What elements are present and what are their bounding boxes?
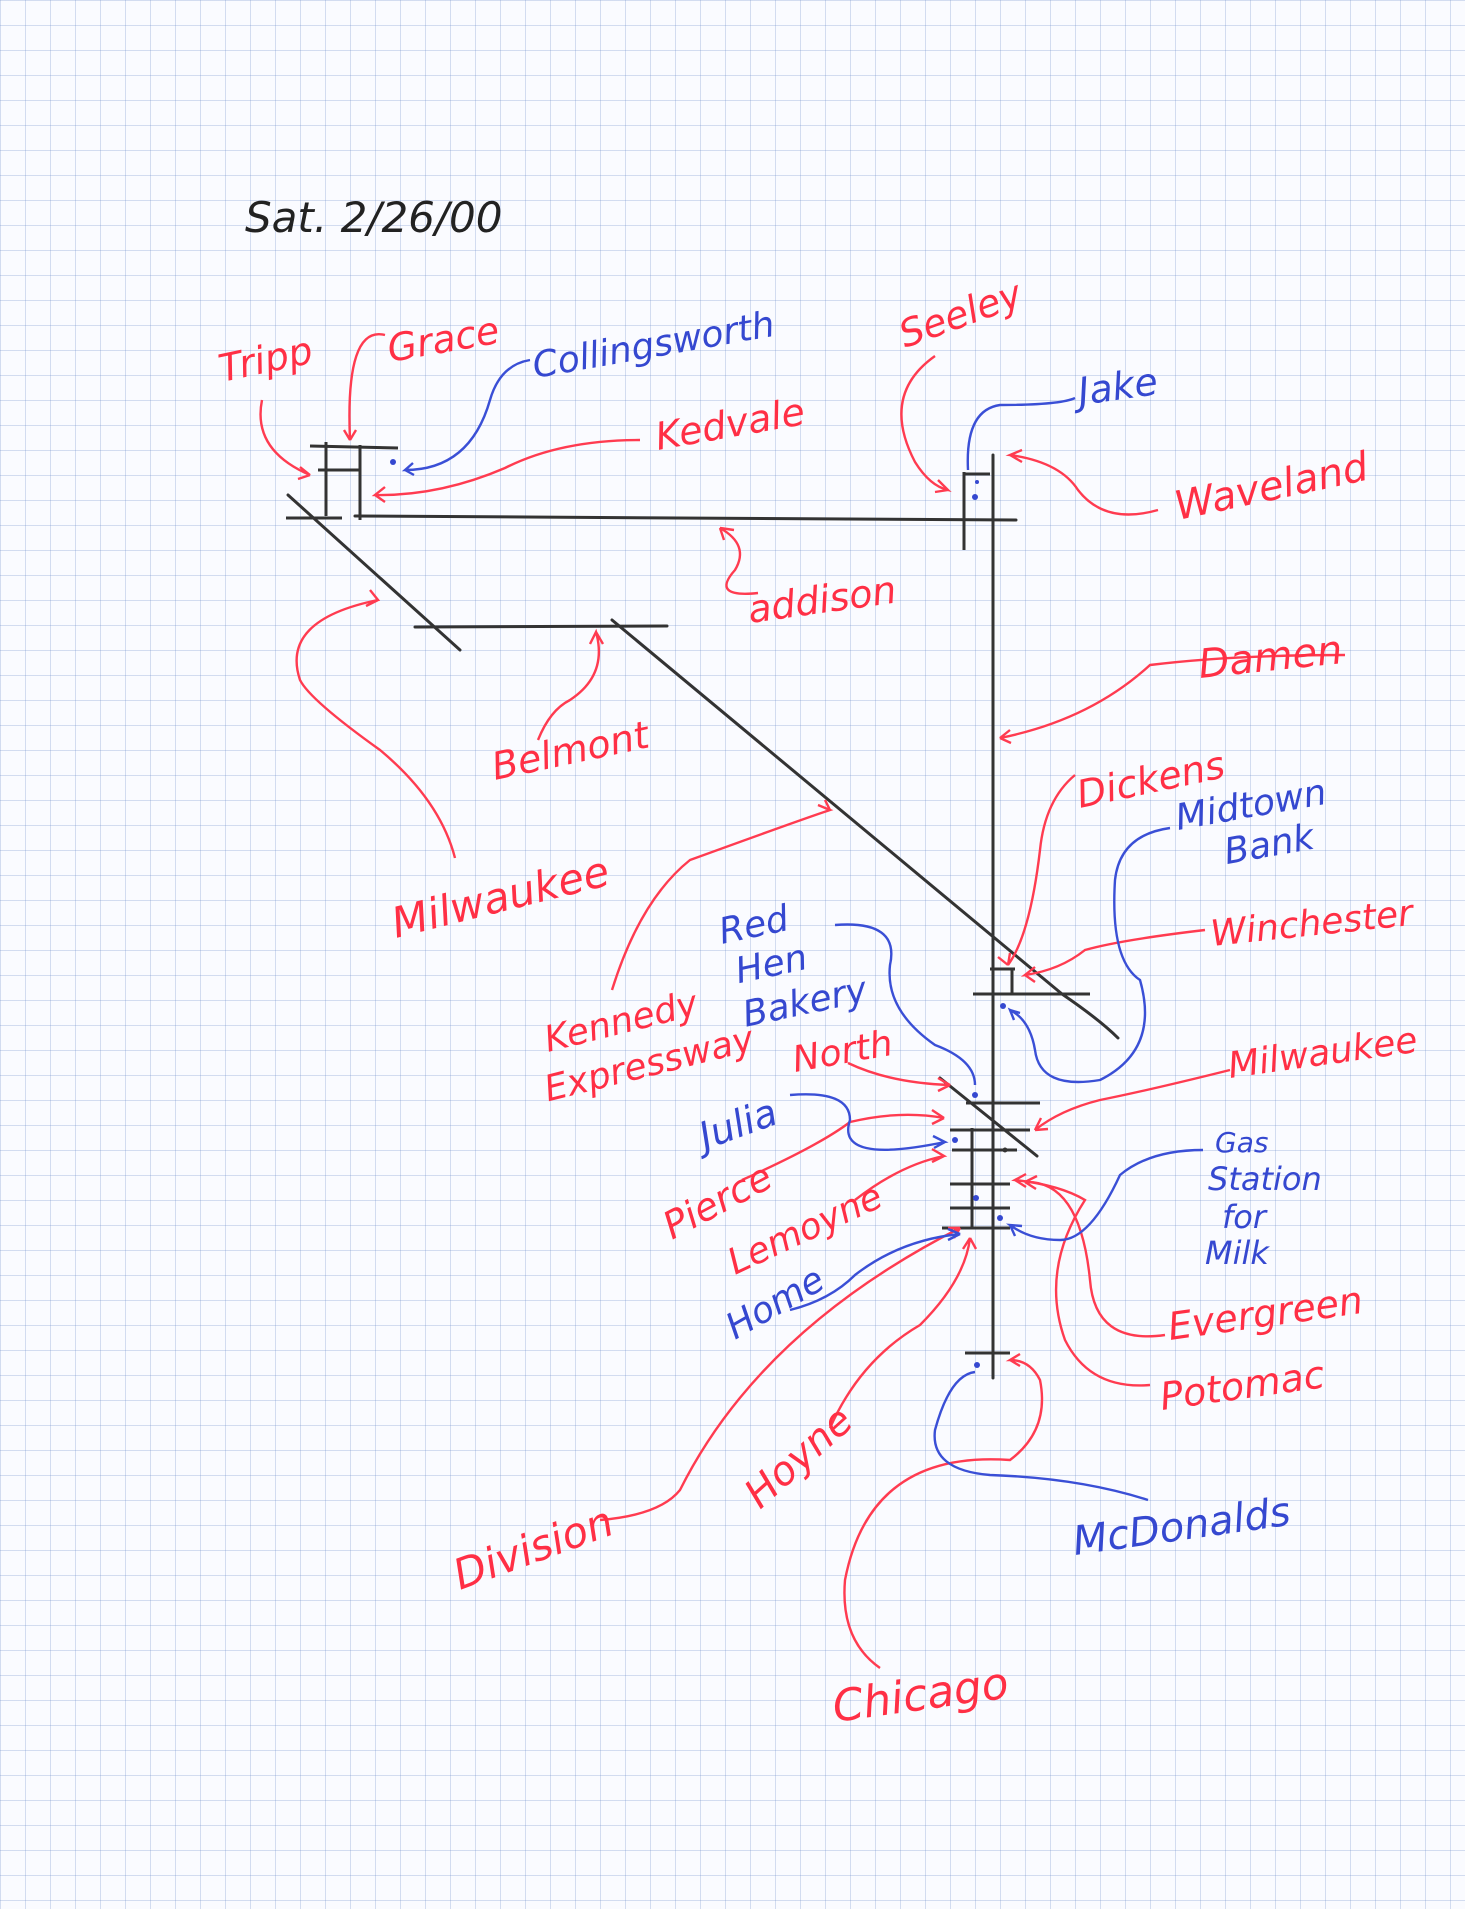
belmont-leader — [536, 628, 605, 741]
gas-station-marker — [997, 1215, 1003, 1221]
svg-text:Milk: Milk — [1205, 1234, 1270, 1272]
label-addison: addison — [745, 568, 899, 632]
milwaukee-top-leader — [295, 589, 457, 859]
label-grace: Grace — [384, 308, 503, 371]
milwaukee-diagonal-lower — [938, 1076, 1039, 1158]
kedvale-leader — [371, 438, 641, 503]
street-lines — [286, 453, 1120, 1380]
midtown-bank-leader — [1007, 826, 1171, 1084]
jake-marker-2 — [975, 480, 979, 484]
date-label: Sat. 2/26/00 — [245, 193, 502, 242]
seeley-leader — [900, 355, 952, 494]
kennedy-expressway-line — [610, 618, 1064, 996]
label-division: Division — [447, 1496, 620, 1599]
svg-text:for: for — [1222, 1198, 1268, 1236]
winchester-leader — [1020, 928, 1206, 983]
label-hoyne: Hoyne — [736, 1397, 862, 1517]
label-jake: Jake — [1068, 359, 1160, 415]
chicago-leader — [843, 1352, 1044, 1669]
label-belmont: Belmont — [488, 712, 655, 789]
kennedy-leader — [610, 799, 834, 991]
map-labels: Sat. 2/26/00 Tripp Grace Collingsworth K… — [215, 193, 1420, 1733]
label-kedvale: Kedvale — [652, 389, 808, 459]
tripp-leader — [259, 399, 311, 481]
midtown-bank-marker — [1000, 1003, 1006, 1009]
addison-leader — [718, 526, 759, 595]
svg-text:Station: Station — [1208, 1160, 1322, 1198]
label-seeley: Seeley — [893, 271, 1028, 356]
home-leader — [789, 1227, 961, 1312]
lemoyne-leader — [854, 1147, 948, 1201]
julia-marker — [952, 1137, 958, 1143]
damen-leader — [999, 653, 1346, 745]
label-mcdonalds: McDonalds — [1070, 1489, 1293, 1565]
north-leader — [847, 1061, 951, 1093]
label-julia: Julia — [686, 1090, 783, 1161]
collingsworth-marker — [390, 459, 396, 465]
potomac-leader — [1011, 1172, 1151, 1387]
grace-tick — [309, 444, 399, 450]
label-red-hen-bakery: Red Hen Bakery — [715, 898, 871, 1036]
label-damen: Damen — [1196, 627, 1344, 688]
collingsworth-leader — [401, 358, 531, 477]
waveland-leader — [1005, 448, 1159, 516]
label-gas-station-for-milk: Gas Station for Milk — [1205, 1126, 1322, 1272]
milwaukee-bottom-leader — [1033, 1068, 1231, 1132]
label-winchester: Winchester — [1209, 893, 1417, 955]
hoyne-leader — [828, 1237, 978, 1429]
julia-leader — [789, 1093, 949, 1151]
place-markers — [390, 459, 1006, 1368]
gas-station-leader — [1005, 1148, 1204, 1242]
label-milwaukee-bottom: Milwaukee — [1226, 1020, 1420, 1087]
mcdonalds-leader — [933, 1370, 1149, 1502]
jake-marker — [972, 494, 978, 500]
label-waveland: Waveland — [1171, 444, 1373, 530]
junction-dot — [1002, 1147, 1008, 1153]
dickens-leader — [997, 774, 1076, 966]
home-marker — [973, 1195, 979, 1201]
jake-leader — [966, 396, 1076, 471]
red-hen-leader — [834, 923, 977, 1086]
svg-text:Gas: Gas — [1215, 1126, 1268, 1159]
mcdonalds-marker — [974, 1362, 980, 1368]
label-potomac: Potomac — [1157, 1352, 1327, 1419]
kennedy-expressway-curve — [1060, 992, 1120, 1040]
addison-street — [353, 514, 1018, 522]
label-collingsworth: Collingsworth — [529, 304, 777, 387]
grace-leader — [342, 333, 386, 441]
evergreen-leader — [1024, 1174, 1166, 1338]
milwaukee-diagonal-upper — [286, 493, 462, 652]
label-north: North — [789, 1023, 895, 1081]
belmont-street — [413, 624, 669, 629]
cross-ticks — [286, 442, 1090, 1355]
blue-leader-lines — [401, 358, 1204, 1502]
red-hen-marker — [972, 1092, 978, 1098]
label-chicago: Chicago — [829, 1658, 1011, 1733]
label-milwaukee-top: Milwaukee — [387, 846, 615, 947]
label-tripp: Tripp — [215, 328, 317, 391]
label-evergreen: Evergreen — [1165, 1278, 1365, 1349]
label-kennedy-expressway: Kennedy Expressway — [540, 983, 758, 1110]
